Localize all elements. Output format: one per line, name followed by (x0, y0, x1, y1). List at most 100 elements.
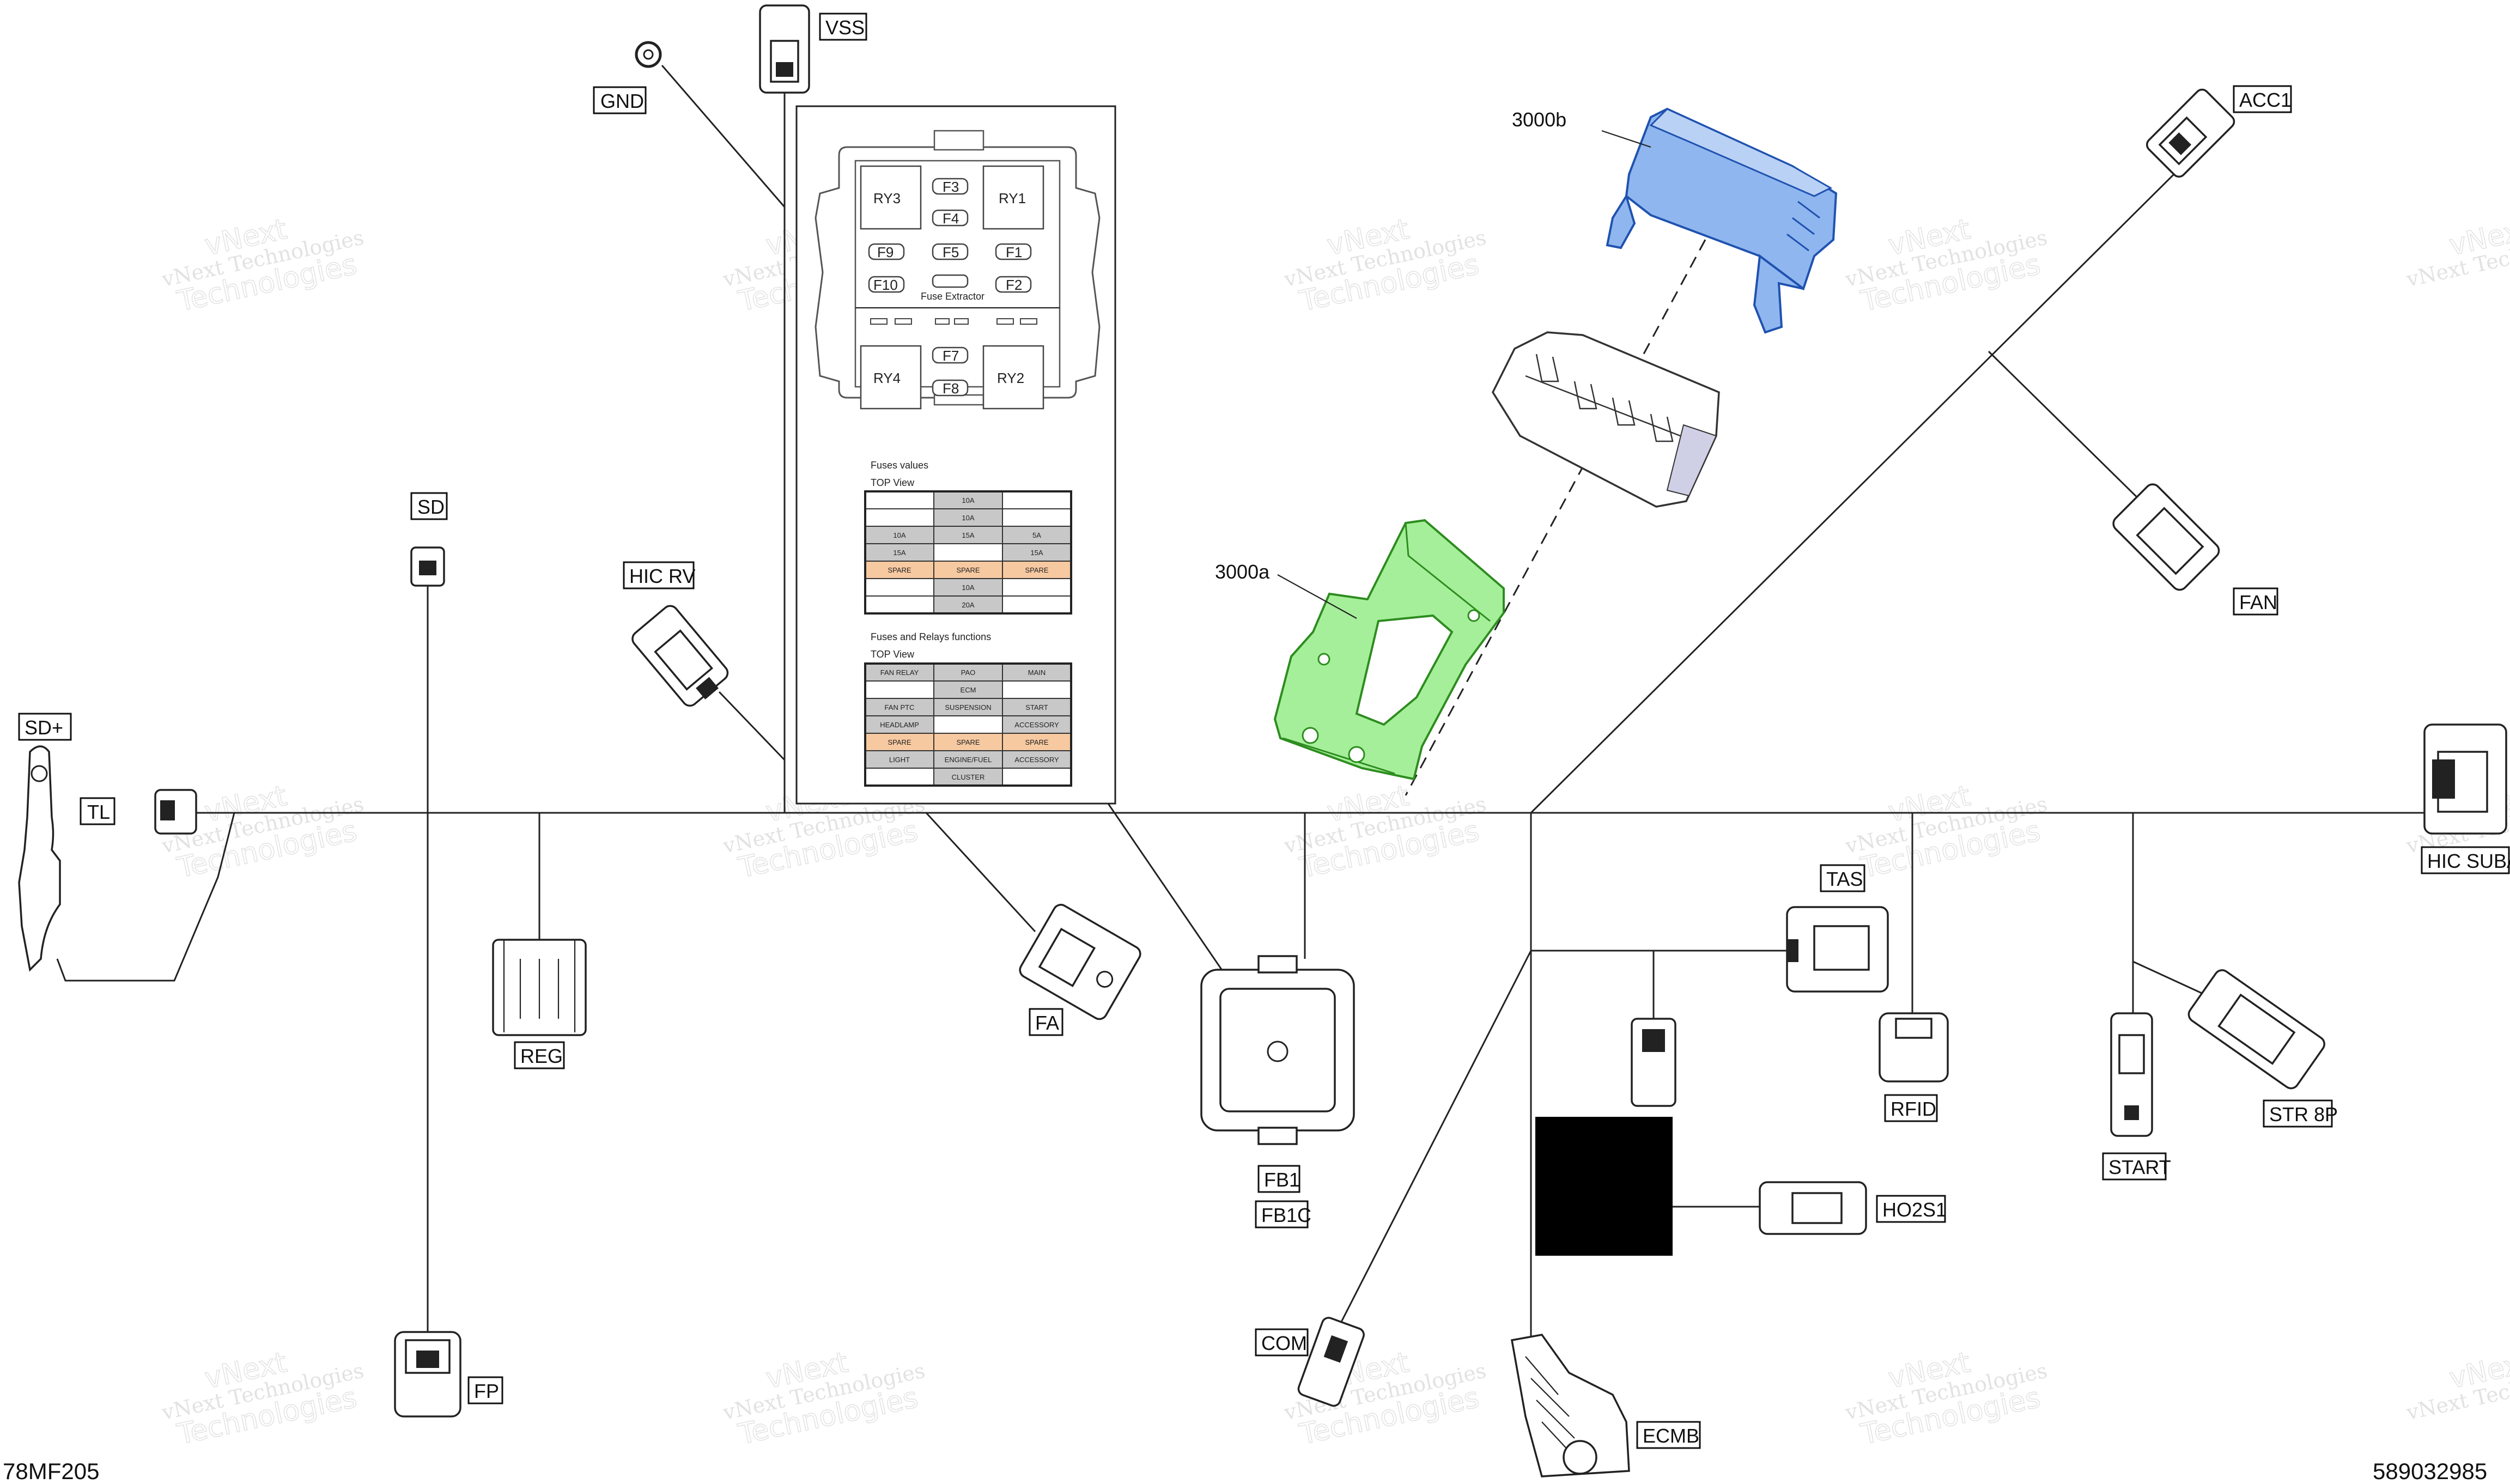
table-cell (933, 491, 1003, 509)
part-3000a: 3000a (1215, 519, 1505, 781)
vss-label-box (819, 13, 867, 41)
fuse-box-panel: RY3 RY1 RY4 RY2 F3 F4 F9 F5 F1 F10 Fuse … (795, 105, 1116, 805)
part-3000a-hole (1467, 609, 1480, 622)
fuse-box-tab (933, 130, 984, 151)
fa-wire (925, 812, 1036, 933)
table-cell-text: SUSPENSION (945, 703, 991, 711)
start-connector-pin (2124, 1105, 2139, 1120)
fuse-extractor-label: Fuse Extractor (921, 291, 984, 302)
table-cell (865, 508, 934, 527)
table-cell (1002, 578, 1072, 597)
connector-vss: VSS (759, 4, 867, 94)
fuse-f10-label: F10 (873, 277, 898, 293)
table-cell-text: ACCESSORY (1014, 756, 1059, 764)
table-border (864, 490, 1072, 615)
table-cell-text: 10A (893, 531, 905, 539)
table-cell-text: START (1025, 703, 1048, 711)
table-cell (865, 750, 934, 769)
hic-rv-wire (718, 691, 786, 761)
fuse-f9-label: F9 (877, 244, 894, 260)
sd-label-box (410, 492, 448, 520)
table-cell-text: FAN RELAY (880, 668, 919, 677)
relay-ry4-label: RY4 (873, 370, 901, 386)
rfid-label: RFID (1891, 1098, 1936, 1120)
table-cell (865, 595, 934, 614)
hic-suba-label-box (2421, 846, 2510, 874)
hic-rv-connector-pin (696, 677, 719, 700)
relay-ry2-box (982, 345, 1044, 410)
connector-sd: SD (410, 492, 448, 587)
gnd-ring-hole (643, 49, 654, 60)
fuse-f2-label: F2 (1006, 277, 1022, 293)
table-cell-text: 5A (1032, 531, 1041, 539)
part-3000b-callout: 3000b (1512, 108, 1566, 131)
str8p-label-box (2263, 1099, 2333, 1128)
ecm-black-block (1535, 1117, 1673, 1256)
connector-com (1297, 1317, 1365, 1407)
fuse-f7 (932, 346, 969, 364)
connector-tl: TL (80, 789, 197, 835)
connector-ecmb: ECMB (1510, 1334, 1701, 1477)
table-cell-text: SPARE (1025, 566, 1048, 574)
table-cell (1002, 768, 1072, 786)
rfid-connector-lock (1895, 1018, 1932, 1039)
fuse-f2 (995, 276, 1032, 293)
part-3000a-hole (1302, 727, 1319, 744)
fa-connector-lock (1038, 927, 1096, 988)
relay-ry2-label: RY2 (997, 370, 1024, 386)
ecmb-connector-knob (1563, 1440, 1597, 1475)
fuse-f9 (868, 243, 905, 260)
acc1-label: ACC1 (2239, 89, 2292, 111)
connector-h02s1: HO2S1 (1759, 1181, 1947, 1235)
acc1-wire (1530, 173, 2175, 814)
hic-suba-connector-pin (2432, 759, 2455, 799)
tas-connector-pin (1786, 939, 1798, 962)
fa-label: FA (1035, 1012, 1059, 1034)
hic-suba-label: HIC SUBA (2427, 850, 2510, 872)
table-cell (933, 733, 1003, 751)
exploded-view-line (1405, 239, 1706, 796)
fp-label-box (467, 1376, 503, 1404)
table-cell (865, 578, 934, 597)
table-cell-text: 10A (962, 514, 974, 522)
fan-label-box (2233, 587, 2278, 616)
part-3000b-clip-right (1753, 254, 1804, 334)
relay-ry3-box (860, 165, 922, 230)
part-3000a-edge (1283, 522, 1491, 775)
part-3000b-body (1625, 107, 1838, 291)
sd-label: SD (417, 496, 445, 518)
table-cell-text: HEADLAMP (880, 721, 919, 729)
table-cell (865, 491, 934, 509)
table-cell-text: SPARE (1025, 738, 1048, 746)
connector-sd-plus: SD+ (18, 713, 72, 972)
part-3000b-ribs (1786, 200, 1820, 252)
start-label-box (2102, 1152, 2167, 1181)
fb1-connector-bottom-tab (1257, 1127, 1298, 1145)
part-3000a-leader (1277, 574, 1357, 619)
table-cell-text: SPARE (956, 566, 980, 574)
table-cell-text: SPARE (888, 738, 911, 746)
connector-reg: REG (492, 939, 587, 1069)
connector-hic-rv (631, 605, 729, 707)
sd-plus-label: SD+ (25, 716, 63, 739)
fuses-functions-title: Fuses and Relays functions (871, 631, 991, 642)
table-cell (865, 715, 934, 734)
fuse-f1 (995, 243, 1032, 260)
table-cell (865, 680, 934, 699)
table-cell (933, 595, 1003, 614)
connector-fp: FP (394, 1331, 503, 1418)
table-cell-text: SPARE (888, 566, 911, 574)
fuse-slot (870, 318, 888, 325)
fb1-connector-top-tab (1257, 955, 1298, 974)
connector-hic-suba: HIC SUBA (2421, 723, 2510, 874)
sd-connector-pin (419, 561, 436, 575)
relay-ry1-box (982, 165, 1044, 230)
table-cell (1002, 508, 1072, 527)
table-cell (865, 543, 934, 562)
table-cell (1002, 680, 1072, 699)
fuse-f3-label: F3 (943, 179, 959, 195)
fuses-functions-subtitle: TOP View (871, 649, 915, 660)
part-3000a-hole (1348, 746, 1365, 763)
fan-connector-lock (2136, 507, 2204, 575)
